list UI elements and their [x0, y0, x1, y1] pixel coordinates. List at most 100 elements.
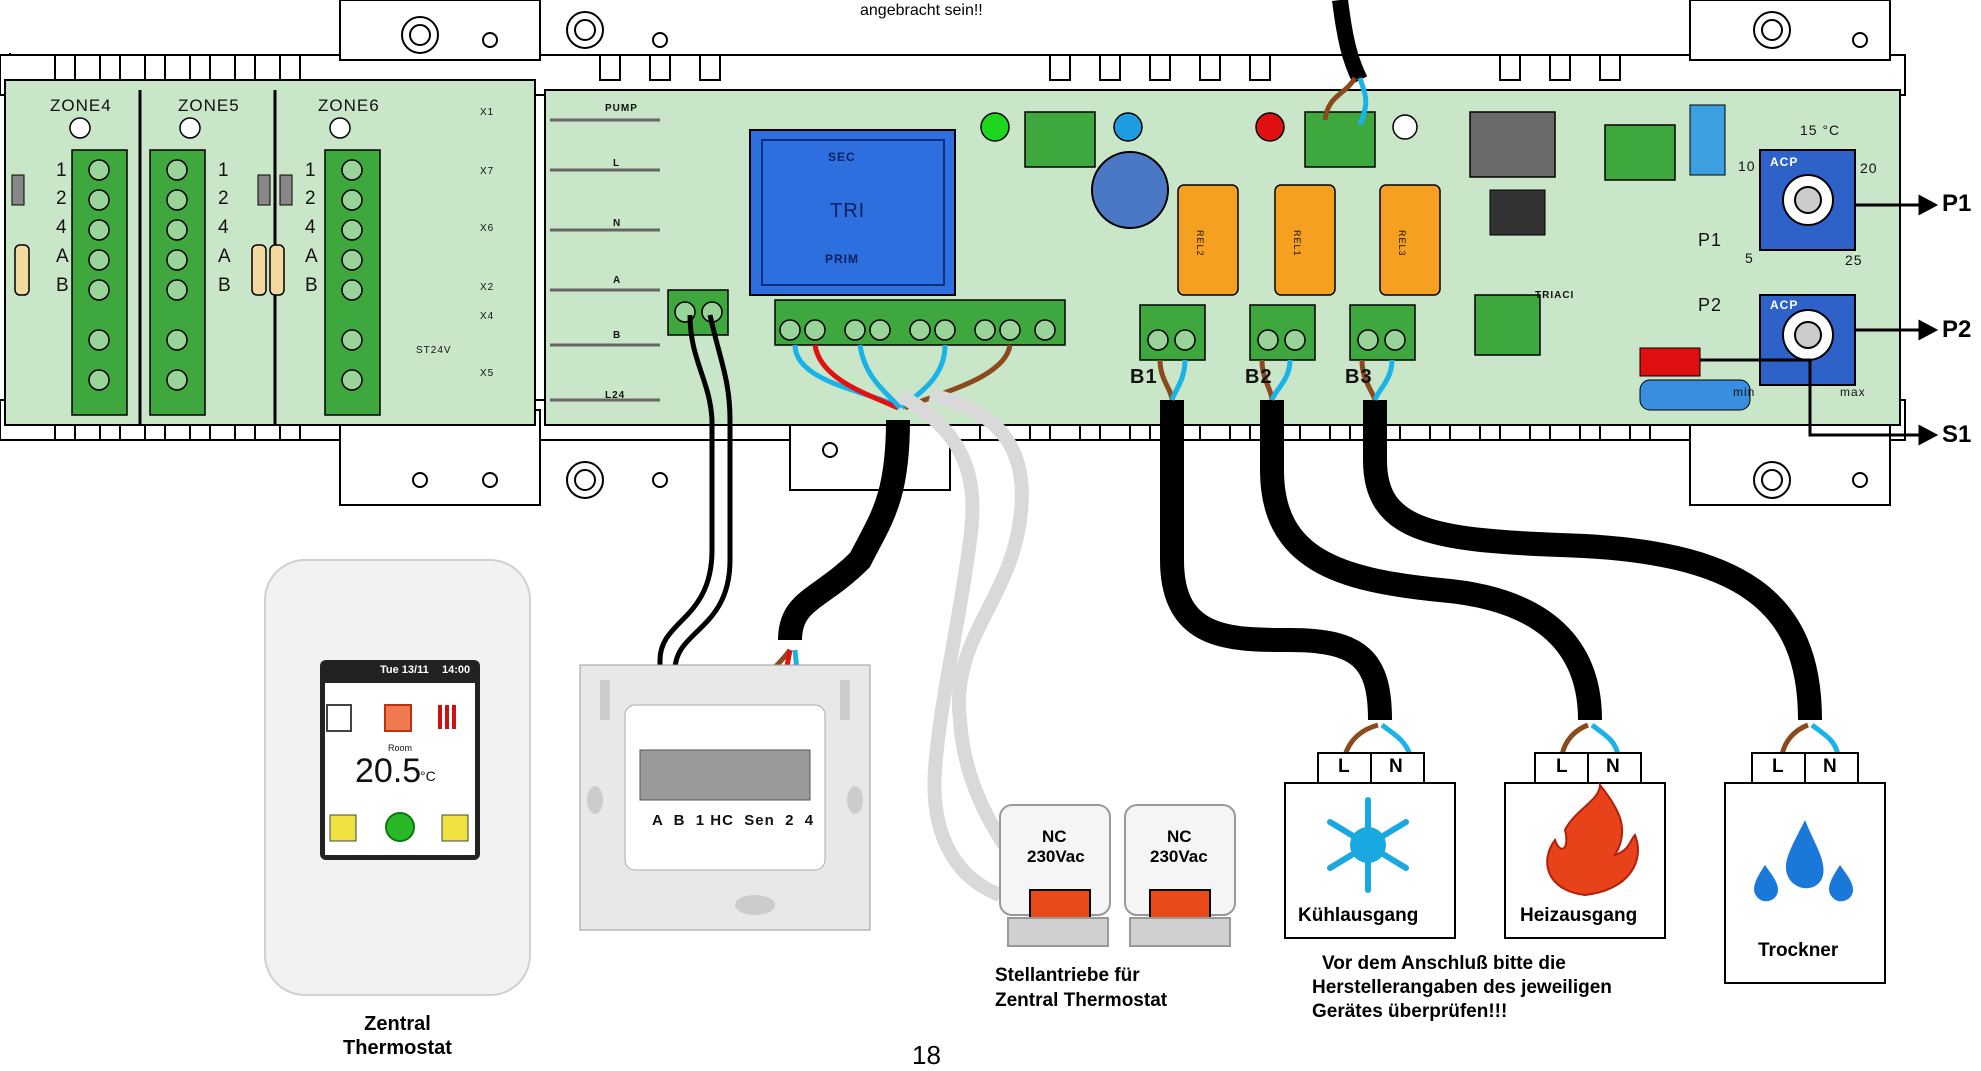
pot1-acp-label: ACP — [1770, 155, 1799, 169]
c14-capacitor — [1639, 379, 1751, 411]
dryer-label: Trockner — [1758, 940, 1839, 961]
warning-line-1: Vor dem Anschluß bitte die — [1322, 953, 1566, 974]
pot2-min-label: min — [1733, 385, 1756, 399]
radiator-icon — [438, 705, 456, 729]
output-devices — [1284, 752, 1886, 984]
x7-label: X7 — [480, 166, 495, 177]
actuator-2-nc: NC — [1167, 827, 1192, 846]
a-label: A — [613, 275, 622, 286]
heating-label: Heizausgang — [1520, 905, 1638, 926]
dip-switch-s1 — [1639, 347, 1701, 377]
x2-label: X2 — [480, 282, 495, 293]
mains-cable — [1332, 0, 1368, 84]
actuators — [999, 804, 1236, 947]
heating-output-cable — [1260, 400, 1602, 721]
actuator-cable-2 — [896, 388, 1003, 902]
pot2-acp-label: ACP — [1770, 298, 1799, 312]
ic2-chip — [1489, 189, 1546, 236]
relay-1-label: REL1 — [1292, 230, 1302, 257]
voltage-regulator — [1469, 111, 1556, 178]
zone5-row-4: 4 — [218, 217, 230, 238]
zone5-row-2: 2 — [218, 188, 230, 209]
warning-line-2: Herstellerangaben des jeweiligen — [1312, 977, 1612, 998]
triac-label: TRIACI — [1535, 290, 1575, 301]
zone-row-1: 1 — [56, 160, 68, 181]
pot1-top-label: 15 °C — [1800, 122, 1841, 138]
zone6-row-b: B — [305, 275, 319, 296]
heat-mode-icon — [326, 704, 352, 732]
sun-mode-icon — [384, 704, 412, 732]
pot1-max-label: 25 — [1845, 252, 1863, 268]
dryer-n: N — [1823, 756, 1837, 777]
pot1-min-label: 5 — [1745, 250, 1754, 266]
callout-arrows — [1700, 194, 1939, 446]
dryer-l: L — [1772, 756, 1784, 777]
pot1-hi-label: 20 — [1860, 160, 1878, 176]
thermostat-cable — [778, 419, 910, 641]
l-label: L — [613, 158, 621, 169]
flame-icon — [1546, 782, 1639, 897]
output-b2-label: B2 — [1245, 366, 1273, 388]
wall-thermostat-terminals: A B 1 HC Sen 2 4 — [652, 812, 815, 829]
st24v-label: ST24V — [416, 345, 452, 356]
x4-label: X4 — [480, 311, 495, 322]
thermostat-unit: °C — [420, 768, 436, 784]
cooling-output-cable — [1160, 400, 1392, 721]
thermostat-caption-1: Zentral — [364, 1013, 431, 1035]
zone-row-4: 4 — [56, 217, 68, 238]
output-screws — [1147, 329, 1406, 351]
zone5-label: ZONE5 — [178, 96, 240, 115]
capacitor — [1091, 151, 1169, 229]
snowflake-icon — [1327, 797, 1409, 893]
callout-p1: P1 — [1942, 190, 1972, 217]
zone-row-2: 2 — [56, 188, 68, 209]
pot2-max-label: max — [1840, 385, 1866, 399]
zone5-row-a: A — [218, 246, 232, 267]
home-icon — [441, 814, 469, 842]
board-p2-label: P2 — [1698, 295, 1723, 315]
transformer-sec-label: SEC — [828, 150, 856, 164]
heating-l: L — [1556, 756, 1568, 777]
output-b1-label: B1 — [1130, 366, 1158, 388]
zone-row-a: A — [56, 246, 70, 267]
page-number: 18 — [912, 1040, 941, 1070]
cooling-n: N — [1389, 756, 1403, 777]
l24-label: L24 — [605, 390, 626, 401]
callout-s1: S1 — [1942, 421, 1972, 448]
zone-screws — [88, 159, 363, 391]
x5-label: X5 — [480, 368, 495, 379]
actuator-1-voltage: 230Vac — [1027, 847, 1085, 866]
cooling-l: L — [1338, 756, 1350, 777]
zone-row-b: B — [56, 275, 70, 296]
zone-leds — [69, 117, 351, 139]
zone4-label: ZONE4 — [50, 96, 112, 115]
output-terminals — [1139, 304, 1416, 361]
board-p1-label: P1 — [1698, 230, 1723, 250]
actuator-2-voltage: 230Vac — [1150, 847, 1208, 866]
zone5-row-1: 1 — [218, 160, 230, 181]
transformer — [749, 129, 956, 296]
zone-resistors — [14, 244, 285, 296]
relays — [1177, 184, 1441, 296]
dryer-output-cable — [1363, 400, 1822, 721]
blue-capacitor — [1689, 104, 1726, 176]
cooling-label: Kühlausgang — [1298, 905, 1419, 926]
bus-wires — [657, 314, 715, 760]
callout-p2: P2 — [1942, 316, 1972, 343]
transformer-label: TRI — [830, 200, 866, 222]
zone6-row-1: 1 — [305, 160, 317, 181]
actuator-caption-2: Zentral Thermostat — [995, 990, 1168, 1011]
thermostat-date: Tue 13/11 — [380, 664, 429, 676]
status-leds — [980, 112, 1418, 142]
actuator-cable-1 — [928, 388, 1029, 874]
zone6-row-4: 4 — [305, 217, 317, 238]
x6-label: X6 — [480, 223, 495, 234]
n-label: N — [613, 218, 622, 229]
thermostat-time: 14:00 — [442, 664, 471, 676]
thermostat-temp: 20.5 — [355, 752, 422, 790]
zone-diodes — [11, 174, 293, 206]
heating-n: N — [1606, 756, 1620, 777]
potentiometers — [1759, 149, 1856, 386]
mounting-holes — [401, 11, 1868, 499]
